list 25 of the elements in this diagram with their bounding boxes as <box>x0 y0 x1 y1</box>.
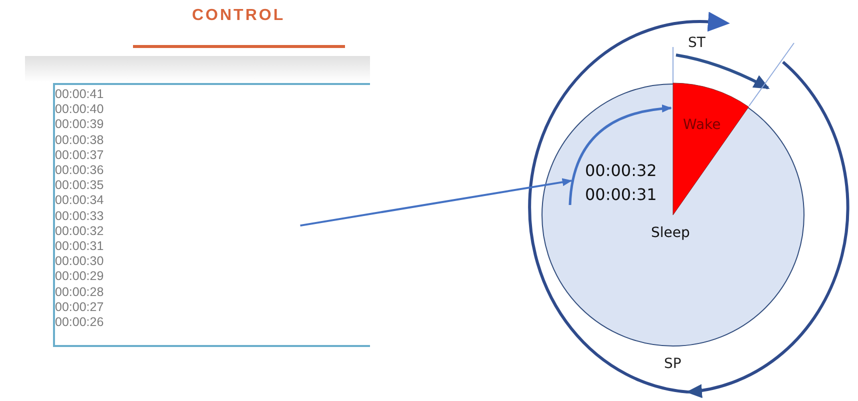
log-line: 00:00:34 <box>55 193 104 208</box>
log-line: 00:00:33 <box>55 208 104 223</box>
arc-label: SP <box>664 356 682 372</box>
time-readout: 00:00:31 <box>585 185 657 204</box>
time-readout: 00:00:32 <box>585 161 657 180</box>
log-line: 00:00:28 <box>55 284 104 299</box>
log-line: 00:00:27 <box>55 300 104 314</box>
log-line: 00:00:30 <box>55 254 104 268</box>
sector-label: Wake <box>683 117 721 133</box>
log-line: 00:00:32 <box>55 224 104 238</box>
log-line: 00:00:40 <box>55 102 104 116</box>
log-line: 00:00:29 <box>55 269 104 284</box>
log-line: 00:00:31 <box>55 239 104 253</box>
sector-label: Sleep <box>651 225 690 241</box>
arrow <box>300 178 572 227</box>
tab-label: CONTROL <box>192 7 286 25</box>
log-line: 00:00:39 <box>55 117 104 132</box>
log-line: 00:00:41 <box>55 87 104 101</box>
log-line: 00:00:36 <box>55 163 104 177</box>
log-line: 00:00:35 <box>55 178 104 192</box>
log-line: 00:00:38 <box>55 132 104 147</box>
log-panel <box>53 83 370 347</box>
arc-label: ST <box>688 35 706 51</box>
log-line: 00:00:37 <box>55 148 104 162</box>
log-line: 00:00:26 <box>55 315 104 329</box>
